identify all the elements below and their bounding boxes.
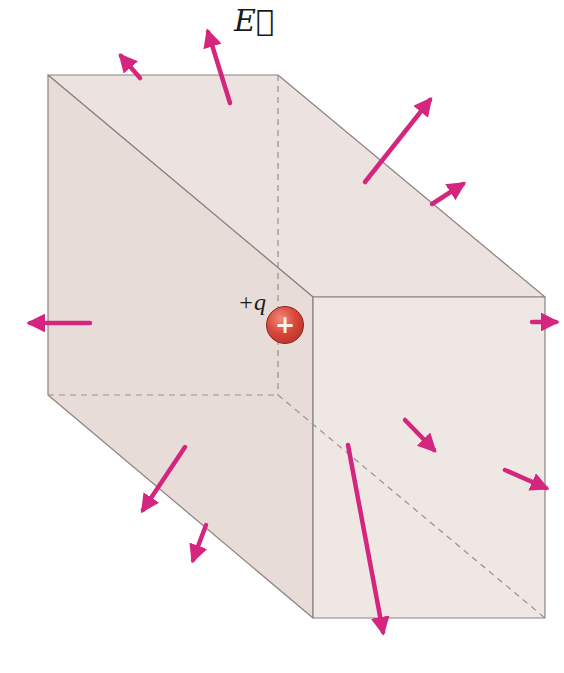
charge-label: +q — [238, 288, 266, 317]
charge-sign: + — [275, 313, 295, 337]
field-label: E⃗ — [234, 3, 274, 39]
field-arrows — [30, 32, 556, 632]
gaussian-box — [48, 75, 545, 618]
charge-circle: + — [266, 306, 304, 344]
